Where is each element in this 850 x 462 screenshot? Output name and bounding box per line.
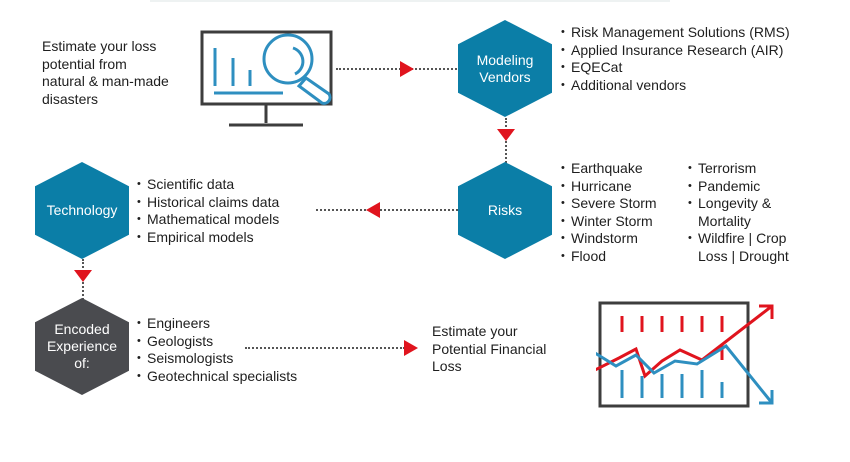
- intro-text: Estimate your loss potential from natura…: [42, 38, 169, 108]
- arrow-right-icon: [400, 61, 414, 77]
- magnifier-glint: [292, 46, 305, 76]
- list-item: Longevity & Mortality: [688, 195, 803, 230]
- arrow-down-icon: [74, 270, 92, 282]
- connector-dotted: [316, 209, 458, 211]
- node-label: Experience: [46, 338, 118, 354]
- list-item: Wildfire | Crop Loss | Drought: [688, 230, 803, 265]
- intro-line: Estimate your loss: [42, 38, 157, 54]
- arrow-down-icon: [497, 129, 515, 141]
- outcome-text: Estimate your Potential Financial Loss: [432, 323, 546, 376]
- node-label: Risks: [487, 202, 523, 218]
- list-item: Winter Storm: [561, 213, 681, 231]
- list-item: Terrorism: [688, 160, 803, 178]
- list-item: Severe Storm: [561, 195, 681, 213]
- node-label: Vendors: [479, 68, 531, 85]
- list-item: Risk Management Solutions (RMS): [561, 24, 801, 42]
- node-label: of:: [74, 355, 90, 371]
- list-item: EQECat: [561, 59, 801, 77]
- list-item: Applied Insurance Research (AIR): [561, 42, 801, 60]
- magnifier-handle: [296, 76, 332, 105]
- risks-node: Risks: [458, 162, 552, 259]
- encoded-experience-node: Encoded Experience of:: [35, 298, 129, 395]
- falling-trend-line: [596, 344, 774, 404]
- technology-node: Technology: [35, 162, 129, 259]
- list-item: Geologists: [137, 333, 317, 351]
- list-item: Empirical models: [137, 229, 317, 247]
- arrow-down-right-icon: [759, 390, 774, 405]
- intro-line: disasters: [42, 90, 99, 107]
- list-item: Historical claims data: [137, 194, 317, 212]
- outcome-line: Potential Financial: [432, 340, 547, 357]
- risks-list-secondary: Terrorism Pandemic Longevity & Mortality…: [688, 160, 803, 265]
- list-item: Engineers: [137, 315, 317, 333]
- node-label: Technology: [46, 202, 118, 218]
- outcome-line: Loss: [432, 358, 462, 374]
- encoded-experience-list: Engineers Geologists Seismologists Geote…: [137, 315, 317, 385]
- list-item: Scientific data: [137, 176, 317, 194]
- arrow-right-icon: [404, 340, 418, 356]
- list-item: Pandemic: [688, 178, 803, 196]
- node-label: Encoded: [54, 321, 110, 337]
- arrow-up-right-icon: [759, 304, 774, 319]
- modeling-vendors-node: Modeling Vendors: [458, 20, 552, 117]
- list-item: Earthquake: [561, 160, 681, 178]
- intro-line: potential from: [42, 55, 127, 72]
- list-item: Seismologists: [137, 350, 317, 368]
- risks-list-primary: Earthquake Hurricane Severe Storm Winter…: [561, 160, 681, 265]
- list-item: Hurricane: [561, 178, 681, 196]
- arrow-left-icon: [366, 202, 380, 218]
- magnifier-lens: [262, 33, 314, 85]
- modeling-vendors-list: Risk Management Solutions (RMS) Applied …: [561, 24, 801, 94]
- blue-tick-marks: [620, 370, 724, 398]
- intro-line: natural & man-made: [42, 73, 169, 89]
- list-item: Windstorm: [561, 230, 681, 248]
- list-item: Geotechnical specialists: [137, 368, 317, 386]
- list-item: Additional vendors: [561, 77, 801, 95]
- top-divider: [150, 0, 670, 2]
- list-item: Flood: [561, 248, 681, 266]
- rising-trend-line: [596, 304, 773, 379]
- technology-list: Scientific data Historical claims data M…: [137, 176, 317, 246]
- connector-dotted: [245, 347, 405, 349]
- outcome-line: Estimate your: [432, 323, 518, 339]
- node-label: Modeling: [476, 51, 534, 68]
- red-tick-marks: [620, 316, 724, 360]
- monitor-search-icon: [200, 30, 333, 127]
- financial-trend-chart-icon: [596, 301, 774, 408]
- list-item: Mathematical models: [137, 211, 317, 229]
